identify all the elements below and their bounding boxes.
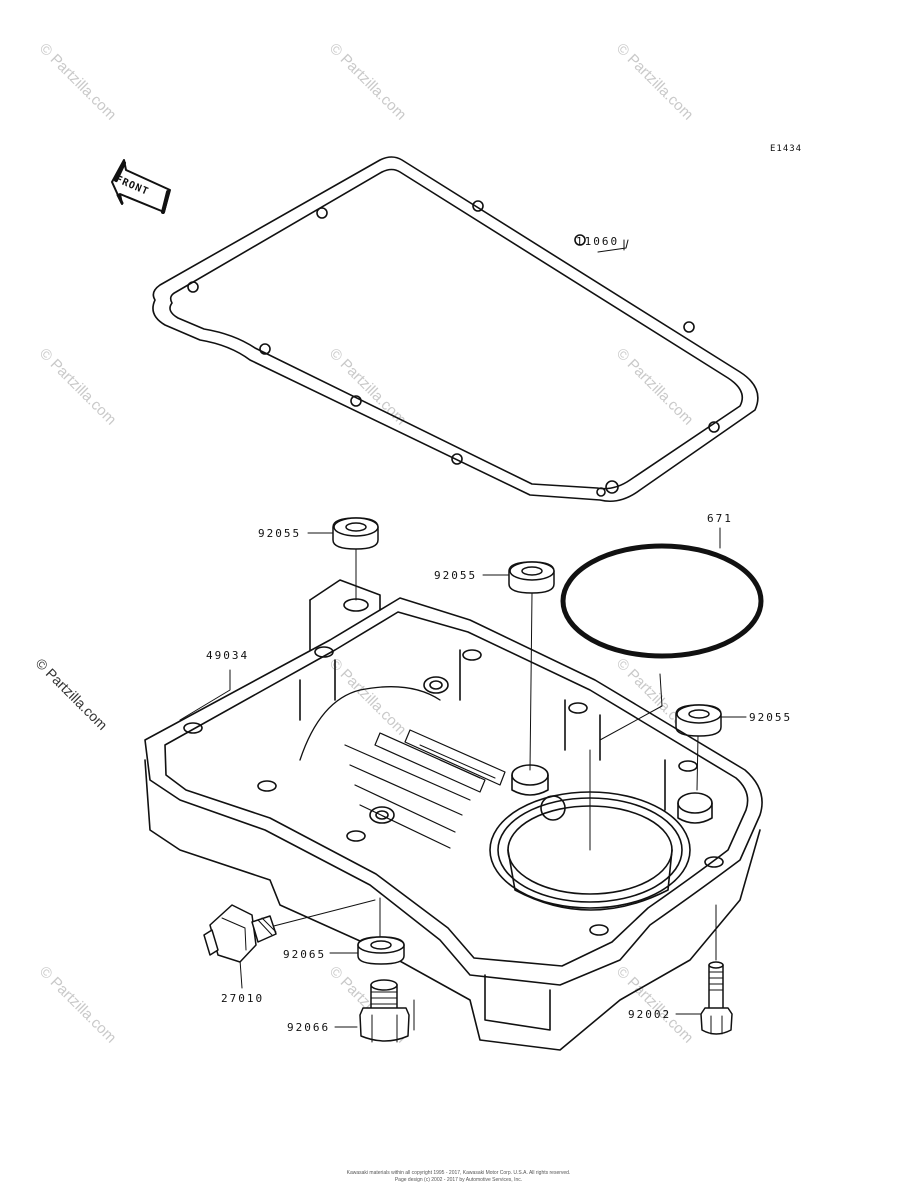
leader-lines xyxy=(179,239,747,1031)
part-number-washer[interactable]: 92055 xyxy=(434,569,478,582)
drain-washer xyxy=(357,936,405,965)
o-ring xyxy=(560,543,764,659)
part-number-gasket[interactable]: 11060 xyxy=(576,235,620,248)
part-number-drain-washer[interactable]: 92065 xyxy=(283,948,327,961)
washer xyxy=(675,704,722,737)
part-number-drain-plug[interactable]: 92066 xyxy=(287,1021,331,1034)
part-number-washer[interactable]: 92055 xyxy=(258,527,302,540)
oil-pressure-switch xyxy=(203,904,277,963)
part-number-washer[interactable]: 92055 xyxy=(749,711,793,724)
washer xyxy=(332,517,379,550)
bolt xyxy=(700,961,733,1035)
front-arrow-icon xyxy=(111,159,171,214)
footer-design: Page design (c) 2002 - 2017 by Automotiv… xyxy=(394,1177,523,1183)
washer xyxy=(508,561,555,594)
part-number-switch[interactable]: 27010 xyxy=(221,992,265,1005)
part-number-oil-pan[interactable]: 49034 xyxy=(206,649,250,662)
part-number-bolt[interactable]: 92002 xyxy=(628,1008,672,1021)
drain-plug xyxy=(359,979,410,1043)
gasket xyxy=(152,156,759,503)
part-number-o-ring[interactable]: 671 xyxy=(707,512,733,525)
footer-copyright: Kawasaki materials within all copyright … xyxy=(346,1170,571,1176)
diagram-code: E1434 xyxy=(770,144,803,154)
